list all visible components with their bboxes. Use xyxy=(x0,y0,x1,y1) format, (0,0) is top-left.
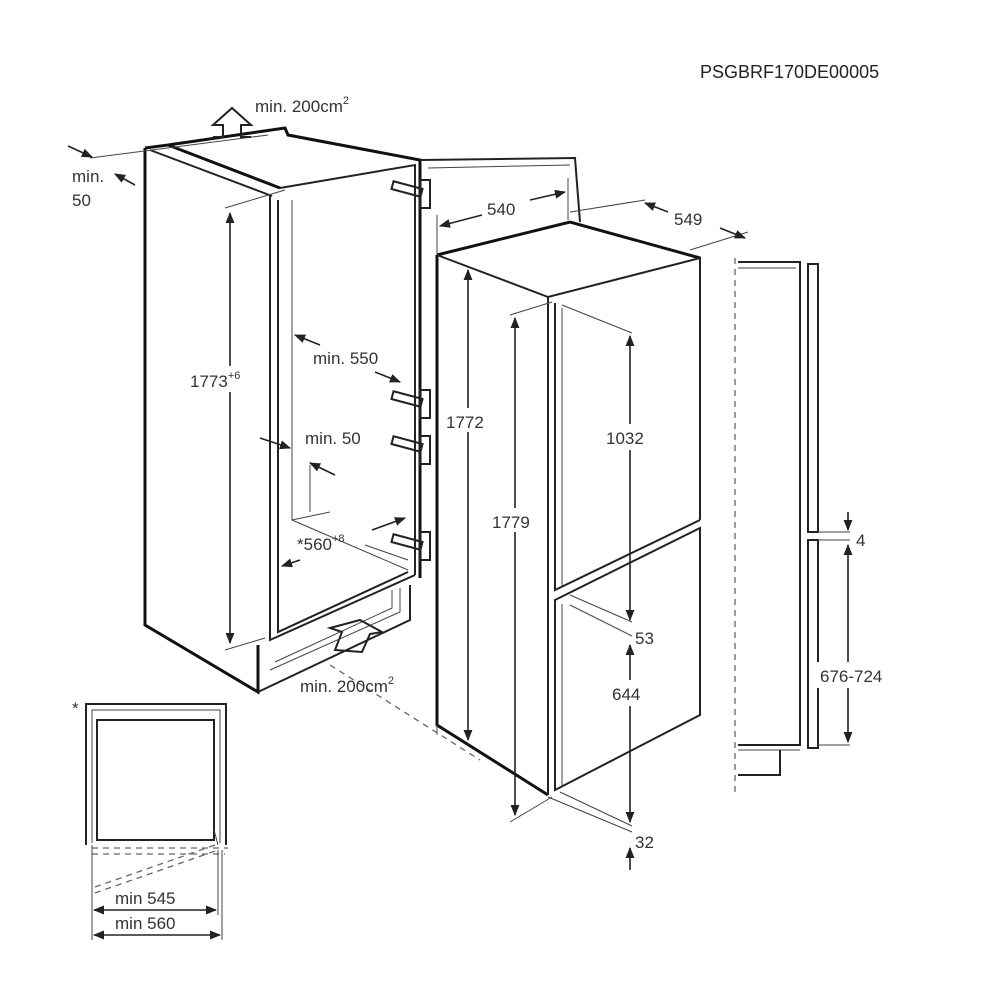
hinge-icons xyxy=(390,179,431,561)
total-height-label: 1779 xyxy=(492,513,530,532)
min-560-label: min 560 xyxy=(115,914,175,933)
niche-depth-label: min. 550 xyxy=(313,349,378,368)
document-code: PSGBRF170DE00005 xyxy=(700,62,879,82)
bottom-vent-label: min. 200cm2 xyxy=(300,675,394,696)
vent-up-arrow-icon xyxy=(210,106,254,138)
gap-label: 4 xyxy=(856,531,865,550)
upper-door-label: 1032 xyxy=(606,429,644,448)
door-range-label: 676-724 xyxy=(820,667,882,686)
appliance: 540 549 1772 1779 1032 53 644 32 xyxy=(419,156,749,870)
bottom-offset-label: 32 xyxy=(635,833,654,852)
top-vent-label: min. 200cm2 xyxy=(255,95,349,116)
rear-gap-label-line2: 50 xyxy=(72,191,91,210)
asterisk-label: * xyxy=(72,699,79,718)
side-view: 4 676-724 xyxy=(734,258,911,795)
min-545-label: min 545 xyxy=(115,889,175,908)
rear-gap-label-line1: min. xyxy=(72,167,104,186)
plan-view: * min 545 min 560 xyxy=(72,699,228,940)
side-gap-label: min. 50 xyxy=(305,429,361,448)
niche-cabinet: 1773+6 min. 50 min. 200cm2 min. 550 min.… xyxy=(67,95,481,761)
appliance-width-label: 540 xyxy=(487,200,515,219)
door-gap-label: 53 xyxy=(635,629,654,648)
niche-height-label: 1773+6 xyxy=(190,370,240,391)
appliance-depth-label: 549 xyxy=(674,210,702,229)
body-height-label: 1772 xyxy=(446,413,484,432)
vent-in-arrow-icon xyxy=(326,618,386,654)
niche-width-label: *560+8 xyxy=(297,533,345,554)
lower-door-label: 644 xyxy=(612,685,640,704)
